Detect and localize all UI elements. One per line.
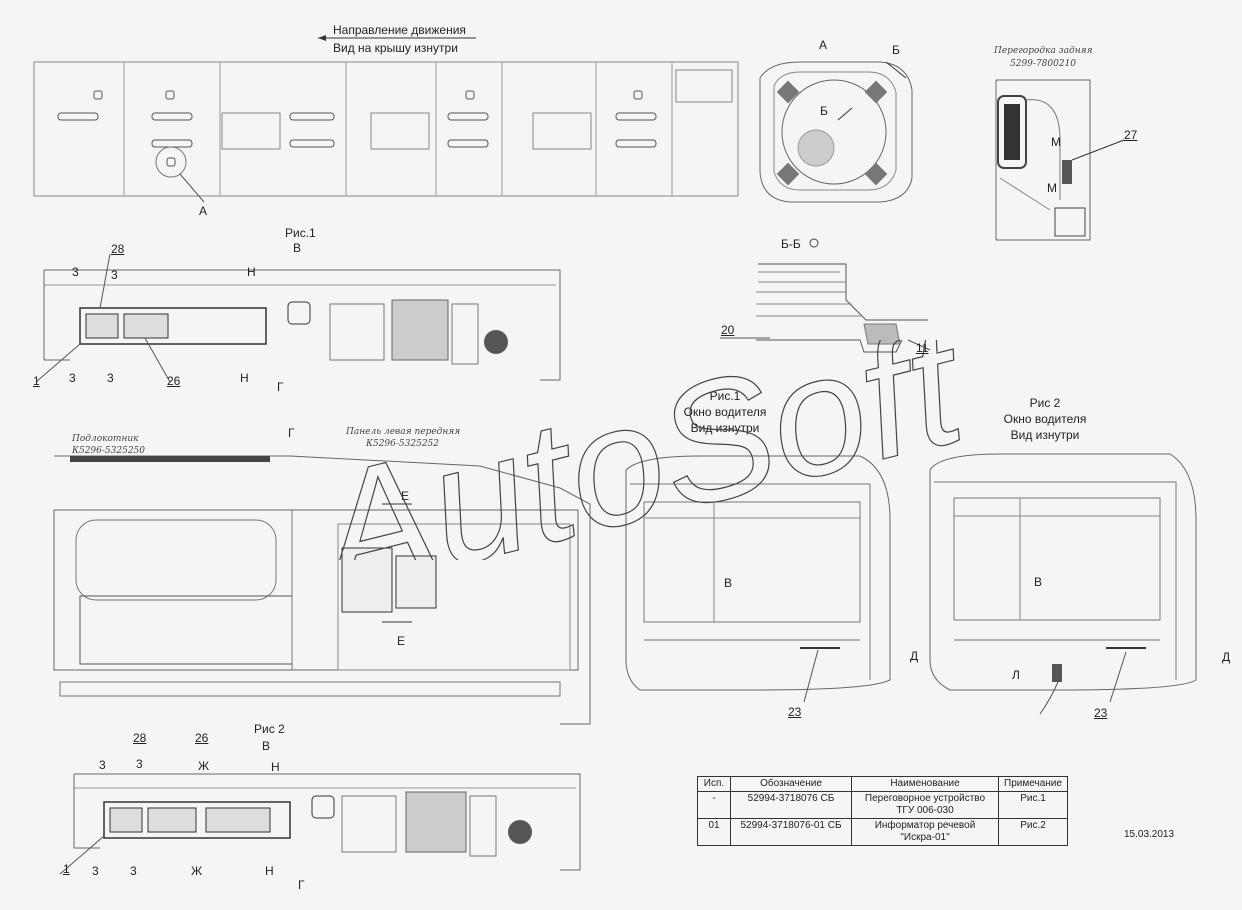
- window2-title: Рис 2: [1029, 396, 1061, 410]
- spec-cell: Рис.2: [998, 818, 1068, 846]
- fig2-mark-top: Н: [271, 760, 280, 774]
- section-bb-drawing: [720, 238, 931, 353]
- fig1-panel-drawing: [35, 253, 561, 383]
- spec-header-cell: Исп.: [697, 776, 731, 792]
- spec-cell: 01: [697, 818, 731, 846]
- fig2-panel-view: В: [262, 739, 271, 753]
- fig1-mark: 3: [69, 371, 76, 385]
- window2-mark-v: В: [1034, 575, 1043, 589]
- spec-table-header: Исп. Обозначение Наименование Примечание: [697, 776, 1068, 792]
- spec-header-cell: Наименование: [851, 776, 999, 792]
- window1-drawing: [625, 455, 891, 703]
- fig2-mark-bottom: Н: [265, 864, 274, 878]
- fig2-mark-bottom: Г: [298, 878, 305, 892]
- spec-cell: Рис.1: [998, 791, 1068, 819]
- window1-title: Рис.1: [709, 389, 741, 403]
- spec-cell: Переговорное устройство ТГУ 006-030: [851, 791, 999, 819]
- fig2-mark-bottom: 3: [130, 864, 137, 878]
- fig1-mark: Н: [247, 265, 256, 279]
- window1-part-23: 23: [788, 705, 802, 719]
- window2-mark-d: Д: [1222, 650, 1231, 664]
- fig2-part-28: 28: [133, 731, 147, 745]
- spec-cell: Информатор речевой "Искра-01": [851, 818, 999, 846]
- part-27-label: 27: [1124, 128, 1138, 142]
- fig1-panel-view: В: [293, 241, 302, 255]
- window2-view: Вид изнутри: [1010, 428, 1080, 442]
- section-bb-title: Б-Б: [781, 237, 801, 251]
- spec-table: Исп. Обозначение Наименование Примечание…: [697, 776, 1068, 846]
- drawing-date: 15.03.2013: [1124, 829, 1175, 840]
- middle-panel-title: Г: [288, 426, 295, 440]
- fig1-mark: Н: [240, 371, 249, 385]
- partition-mark-m2: М: [1047, 181, 1057, 195]
- middle-mark-e-top: Е: [401, 489, 410, 503]
- fig2-mark-top: Ж: [198, 759, 210, 773]
- window2-subtitle: Окно водителя: [1003, 412, 1087, 426]
- roof-view-label: Вид на крышу изнутри: [333, 41, 458, 55]
- fig1-part-26: 26: [167, 374, 181, 388]
- fig1-mark: 3: [107, 371, 114, 385]
- fig2-part-26: 26: [195, 731, 209, 745]
- roof-view: [33, 35, 739, 203]
- part-11-label: 11: [916, 341, 929, 355]
- fig2-part-1: 1: [63, 862, 70, 876]
- spec-cell: -: [697, 791, 731, 819]
- fig2-mark-bottom: Ж: [191, 864, 203, 878]
- inner-b-mark: Б: [820, 104, 828, 118]
- section-b-mark: Б: [892, 43, 900, 57]
- partition-label-line1: Перегородка задняя: [994, 46, 1093, 56]
- table-row: 01 52994-3718076-01 СБ Информатор речево…: [697, 818, 1068, 846]
- direction-label: Направление движения: [333, 23, 466, 37]
- fig2-mark-top: 3: [99, 758, 106, 772]
- fig2-mark-bottom: 3: [92, 864, 99, 878]
- spec-header-cell: Обозначение: [730, 776, 852, 792]
- fig2-mark-top: 3: [136, 757, 143, 771]
- spec-cell: 52994-3718076 СБ: [730, 791, 852, 819]
- window1-view: Вид изнутри: [690, 421, 760, 435]
- detail-a-title: А: [819, 38, 828, 52]
- middle-panel-drawing: [53, 455, 591, 725]
- middle-mark-e-bottom: Е: [397, 634, 406, 648]
- window1-subtitle: Окно водителя: [683, 405, 767, 419]
- part-20-label: 20: [721, 323, 735, 337]
- window2-mark-l: Л: [1012, 668, 1020, 682]
- callout-a-label: А: [199, 204, 208, 218]
- partition-label-line2: 5299-7800210: [1010, 59, 1077, 69]
- window2-part-23: 23: [1094, 706, 1108, 720]
- armrest-label-line2: К5296-5325250: [72, 446, 145, 456]
- left-panel-label-line1: Панель левая передняя: [346, 427, 461, 437]
- fig1-part-1: 1: [33, 374, 40, 388]
- fig1-panel-title: Рис.1: [285, 226, 316, 240]
- fig2-panel-drawing: [59, 773, 581, 875]
- fig1-mark: 3: [72, 265, 79, 279]
- partition-drawing: [995, 79, 1125, 241]
- left-panel-label-line2: К5296-5325252: [366, 439, 439, 449]
- window1-mark-v: В: [724, 576, 733, 590]
- partition-mark-m1: М: [1051, 135, 1061, 149]
- window1-mark-d: Д: [910, 649, 919, 663]
- detail-a-drawing: [759, 61, 913, 203]
- spec-header-cell: Примечание: [998, 776, 1068, 792]
- table-row: - 52994-3718076 СБ Переговорное устройст…: [697, 791, 1068, 819]
- spec-cell: 52994-3718076-01 СБ: [730, 818, 852, 846]
- fig1-mark: Г: [277, 380, 284, 394]
- fig1-mark: 3: [111, 268, 118, 282]
- fig1-part-28: 28: [111, 242, 125, 256]
- window2-drawing: [929, 453, 1197, 715]
- armrest-label-line1: Подлокотник: [72, 434, 139, 444]
- fig2-panel-title: Рис 2: [254, 722, 285, 736]
